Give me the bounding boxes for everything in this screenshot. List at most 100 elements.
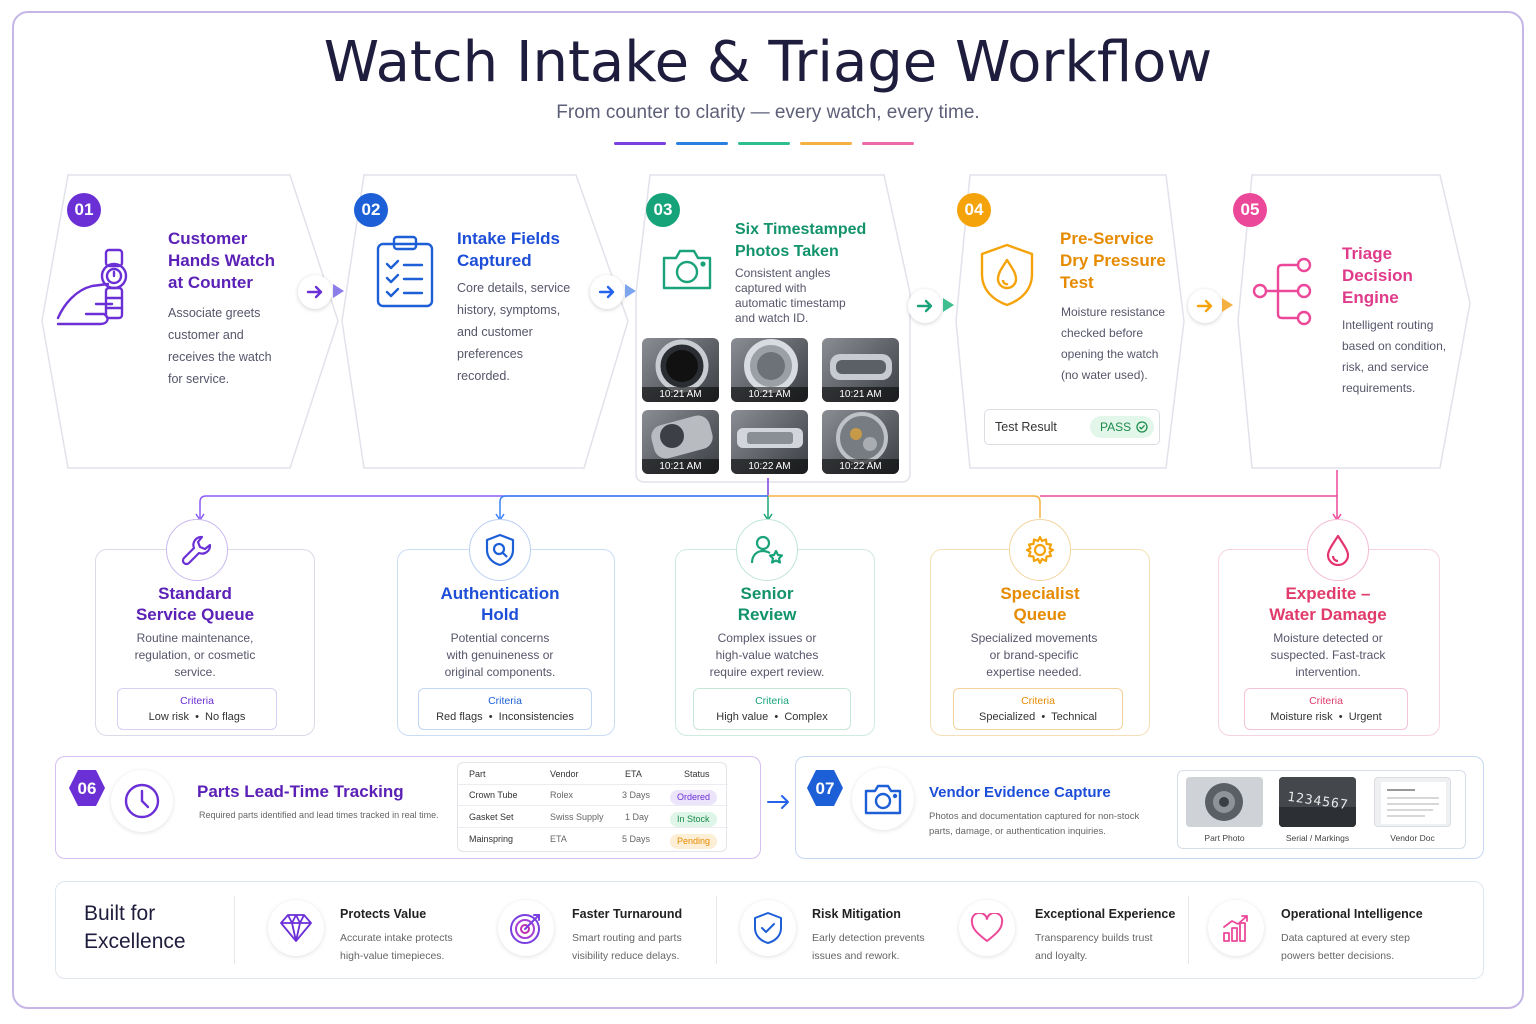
step-desc-05: Intelligent routing based on condition, …	[1342, 318, 1447, 395]
cell-part: Mainspring	[469, 834, 514, 844]
hexagon-outline	[1237, 174, 1471, 469]
step-badge-05: 05	[1233, 193, 1267, 227]
status-badge: In Stock	[670, 812, 717, 827]
benefit-title: Risk Mitigation	[812, 907, 901, 921]
step-desc-04: Moisture resistance checked before openi…	[1061, 305, 1166, 382]
benefit-title: Faster Turnaround	[572, 907, 683, 921]
table-header: Part Vendor ETA Status	[458, 763, 728, 785]
benefit-desc: Data captured at every step powers bette…	[1281, 932, 1410, 962]
queue-card-standard	[95, 549, 315, 736]
step-desc-01: Associate greets customer and receives t…	[168, 306, 272, 386]
status-badge: Ordered	[670, 790, 718, 805]
accent-bar-purple	[614, 142, 666, 145]
hexagon-badge	[807, 770, 843, 806]
col-header-status: Status	[684, 769, 710, 779]
criteria-box-standard: Criteria Low risk • No flags	[117, 688, 277, 730]
shield-droplet-icon	[978, 242, 1036, 313]
cell-vendor: Swiss Supply	[550, 812, 604, 822]
criteria-box-senior: Criteria High value • Complex	[693, 688, 851, 730]
hexagon-badge	[69, 770, 105, 806]
watch-photo-2: 10:21 AM	[731, 338, 808, 402]
evidence-photo-doc	[1374, 777, 1451, 827]
droplet-icon	[1307, 519, 1369, 581]
queue-desc-standard: Routine maintenance, regulation, or cosm…	[134, 631, 256, 679]
photo-timestamp: 10:22 AM	[822, 459, 899, 474]
watch-photo-1: 10:21 AM	[642, 338, 719, 402]
user-star-icon	[736, 519, 798, 581]
step-badge-06: 06	[68, 768, 106, 808]
queue-title-authentication: Authentication Hold	[440, 584, 560, 624]
criteria-value: Red flags • Inconsistencies	[436, 711, 574, 723]
cell-eta: 5 Days	[622, 834, 651, 844]
arrow-right-icon	[916, 299, 933, 313]
parts-title: Parts Lead-Time Tracking	[197, 782, 404, 801]
flow-arrowhead-1	[333, 284, 344, 298]
flow-arrowhead-4	[1222, 298, 1233, 312]
criteria-label: Criteria	[1309, 695, 1343, 707]
heart-icon	[959, 900, 1015, 956]
criteria-label: Criteria	[1021, 695, 1055, 707]
decision-tree-icon	[1252, 255, 1314, 332]
benefit-desc: Accurate intake protects high-value time…	[340, 932, 453, 962]
evidence-label: Part Photo	[1204, 833, 1245, 843]
photo-timestamp: 10:22 AM	[731, 459, 808, 474]
step-badge-02: 02	[354, 193, 388, 227]
benefit-title: Operational Intelligence	[1281, 907, 1423, 921]
clock-icon	[111, 770, 173, 832]
hand-watch-icon	[56, 244, 142, 335]
step-badge-07-text: 07	[815, 779, 835, 798]
step-badge-03: 03	[646, 193, 680, 227]
parts-desc: Required parts identified and lead times…	[199, 810, 439, 820]
flow-arrow-2	[590, 275, 624, 309]
queue-desc-expedite: Moisture detected or suspected. Fast-tra…	[1270, 631, 1386, 679]
evidence-label: Vendor Doc	[1390, 833, 1435, 843]
step-title-05: Triage Decision Engine	[1342, 244, 1413, 307]
queue-desc-authentication: Potential concerns with genuineness or o…	[444, 631, 556, 679]
clipboard-checklist-icon	[374, 234, 436, 313]
step-title-02: Intake Fields Captured	[457, 229, 560, 270]
accent-bar-green	[738, 142, 790, 145]
criteria-value: Moisture risk • Urgent	[1270, 711, 1382, 723]
photo-timestamp: 10:21 AM	[642, 459, 719, 474]
diamond-icon	[268, 900, 324, 956]
step-desc-03: Consistent angles captured with automati…	[735, 266, 846, 325]
benefit-title: Protects Value	[340, 907, 427, 921]
evidence-label: Serial / Markings	[1285, 833, 1350, 843]
cell-part: Crown Tube	[469, 790, 518, 800]
hexagon-outline	[41, 174, 339, 469]
step-card-01	[40, 173, 340, 470]
queue-title-specialist: Specialist Queue	[1000, 584, 1080, 624]
watch-photo-5: 10:22 AM	[731, 410, 808, 474]
criteria-value: Low risk • No flags	[148, 711, 246, 723]
accent-bar-pink	[862, 142, 914, 145]
test-pass-badge: PASS	[1090, 416, 1154, 438]
criteria-value: High value • Complex	[716, 711, 828, 723]
step-title-03: Six Timestamped Photos Taken	[735, 221, 867, 260]
step-card-03	[634, 173, 912, 484]
divider	[234, 896, 235, 964]
step-title-01: Customer Hands Watch at Counter	[168, 229, 276, 292]
step-badge-01: 01	[67, 193, 101, 227]
cell-vendor: Rolex	[550, 790, 574, 800]
card-outline	[635, 174, 911, 483]
cell-vendor: ETA	[550, 834, 567, 844]
table-row: Mainspring ETA 5 Days Pending	[458, 828, 728, 850]
status-badge: Pending	[670, 834, 718, 849]
col-header-eta: ETA	[625, 769, 642, 779]
wrench-icon	[166, 519, 228, 581]
step-title-04: Pre-Service Dry Pressure Test	[1060, 229, 1166, 292]
parts-table: Part Vendor ETA Status Crown Tube Rolex …	[457, 762, 728, 852]
page-title: Watch Intake & Triage Workflow	[323, 30, 1213, 95]
benefits-heading: Built for Excellence	[84, 902, 186, 953]
photo-timestamp: 10:21 AM	[731, 387, 808, 402]
criteria-box-authentication: Criteria Red flags • Inconsistencies	[418, 688, 592, 730]
test-pass-text: PASS	[1100, 420, 1132, 434]
step-card-05	[1236, 173, 1472, 470]
criteria-label: Criteria	[180, 695, 214, 707]
criteria-box-expedite: Criteria Moisture risk • Urgent	[1244, 688, 1408, 730]
check-circle-icon	[1136, 421, 1148, 433]
vendor-title: Vendor Evidence Capture	[929, 784, 1111, 801]
cell-eta: 1 Day	[625, 812, 649, 822]
step-badge-06-text: 06	[77, 779, 97, 798]
